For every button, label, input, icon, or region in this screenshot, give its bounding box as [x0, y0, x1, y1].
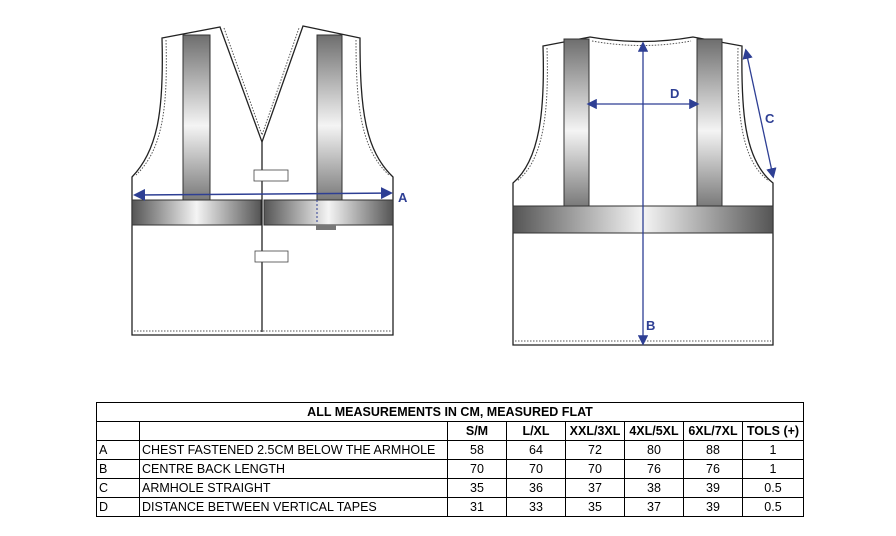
- fastener-tab: [253, 169, 289, 182]
- right-vertical-tape: [316, 34, 343, 201]
- dimension-c-label: C: [765, 111, 775, 126]
- table-header-row: S/M L/XL XXL/3XL 4XL/5XL 6XL/7XL TOLS (+…: [96, 421, 804, 441]
- column-header: S/M: [447, 421, 507, 441]
- table-title: ALL MEASUREMENTS IN CM, MEASURED FLAT: [96, 402, 804, 422]
- cell: 1: [742, 440, 804, 460]
- cell: 38: [624, 478, 684, 498]
- cell: 37: [565, 478, 625, 498]
- fastener-tab: [254, 250, 289, 263]
- cell: 70: [447, 459, 507, 479]
- column-header: XXL/3XL: [565, 421, 625, 441]
- cell: 0.5: [742, 497, 804, 517]
- column-header: 6XL/7XL: [683, 421, 743, 441]
- cell: 39: [683, 497, 743, 517]
- dimension-c-arrow: [742, 48, 777, 179]
- cell: 80: [624, 440, 684, 460]
- row-code: D: [96, 497, 140, 517]
- table-row: D DISTANCE BETWEEN VERTICAL TAPES 31 33 …: [96, 497, 804, 517]
- cell: 70: [565, 459, 625, 479]
- right-horizontal-tape: [263, 199, 394, 226]
- row-description: CENTRE BACK LENGTH: [139, 459, 448, 479]
- left-horizontal-tape: [131, 199, 262, 226]
- cell: 0.5: [742, 478, 804, 498]
- table-row: B CENTRE BACK LENGTH 70 70 70 76 76 1: [96, 459, 804, 479]
- cell: 31: [447, 497, 507, 517]
- table-row: C ARMHOLE STRAIGHT 35 36 37 38 39 0.5: [96, 478, 804, 498]
- column-header: 4XL/5XL: [624, 421, 684, 441]
- table-row: A CHEST FASTENED 2.5CM BELOW THE ARMHOLE…: [96, 440, 804, 460]
- cell: 36: [506, 478, 566, 498]
- column-header: L/XL: [506, 421, 566, 441]
- row-description: CHEST FASTENED 2.5CM BELOW THE ARMHOLE: [139, 440, 448, 460]
- row-description: ARMHOLE STRAIGHT: [139, 478, 448, 498]
- front-vest: A: [131, 25, 408, 336]
- vest-diagram: A D C B: [131, 25, 777, 346]
- dimension-a-label: A: [398, 190, 408, 205]
- cell: 35: [447, 478, 507, 498]
- row-description: DISTANCE BETWEEN VERTICAL TAPES: [139, 497, 448, 517]
- dimension-a-arrow: [133, 187, 393, 201]
- cell: 35: [565, 497, 625, 517]
- row-code: A: [96, 440, 140, 460]
- cell: 1: [742, 459, 804, 479]
- cell: 72: [565, 440, 625, 460]
- cell: 64: [506, 440, 566, 460]
- dimension-b-label: B: [646, 318, 655, 333]
- back-vest: D C B: [512, 36, 777, 346]
- measurement-table: ALL MEASUREMENTS IN CM, MEASURED FLAT S/…: [96, 402, 804, 517]
- cell: 37: [624, 497, 684, 517]
- cell: 70: [506, 459, 566, 479]
- cell: 76: [624, 459, 684, 479]
- dimension-d-label: D: [670, 86, 679, 101]
- label-patch: [316, 225, 336, 230]
- row-code: C: [96, 478, 140, 498]
- cell: 39: [683, 478, 743, 498]
- row-code: B: [96, 459, 140, 479]
- cell: 88: [683, 440, 743, 460]
- column-header: TOLS (+): [742, 421, 804, 441]
- left-vertical-tape: [182, 34, 211, 201]
- table-title-row: ALL MEASUREMENTS IN CM, MEASURED FLAT: [96, 402, 804, 422]
- cell: 33: [506, 497, 566, 517]
- cell: 76: [683, 459, 743, 479]
- cell: 58: [447, 440, 507, 460]
